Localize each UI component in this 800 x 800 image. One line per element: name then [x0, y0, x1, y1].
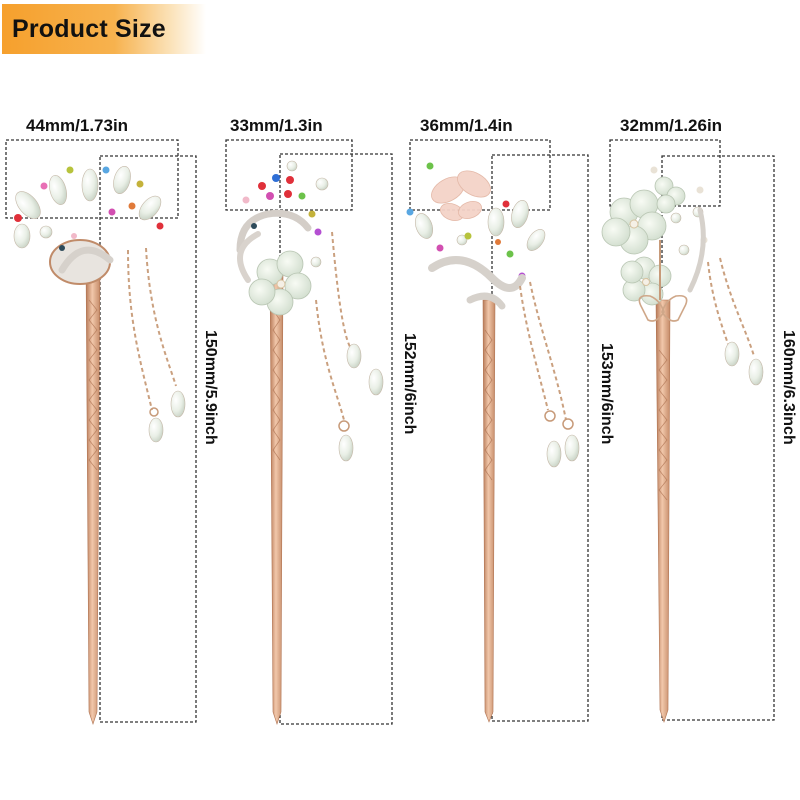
hairpin-4: [601, 166, 764, 723]
height-label-3: 153mm/6inch: [598, 343, 615, 445]
page-title: Product Size: [12, 14, 166, 43]
width-box-2: [225, 139, 353, 211]
width-label-4: 32mm/1.26in: [620, 116, 723, 135]
width-label-3: 36mm/1.4in: [420, 116, 513, 135]
width-box-1: [5, 139, 179, 219]
hairpin-1: [13, 166, 186, 725]
height-box-2: [279, 153, 393, 725]
width-label-2: 33mm/1.3in: [230, 116, 323, 135]
height-label-1: 150mm/5.9inch: [202, 330, 219, 445]
height-label-2: 152mm/6inch: [401, 333, 418, 435]
height-box-1: [99, 155, 197, 723]
product-size-badge: Product Size: [2, 4, 206, 54]
width-label-1: 44mm/1.73in: [26, 116, 129, 135]
hairpin-2: [236, 160, 384, 725]
height-label-4: 160mm/6.3inch: [780, 330, 797, 445]
height-box-4: [661, 155, 775, 721]
hairpin-3: [406, 162, 580, 723]
